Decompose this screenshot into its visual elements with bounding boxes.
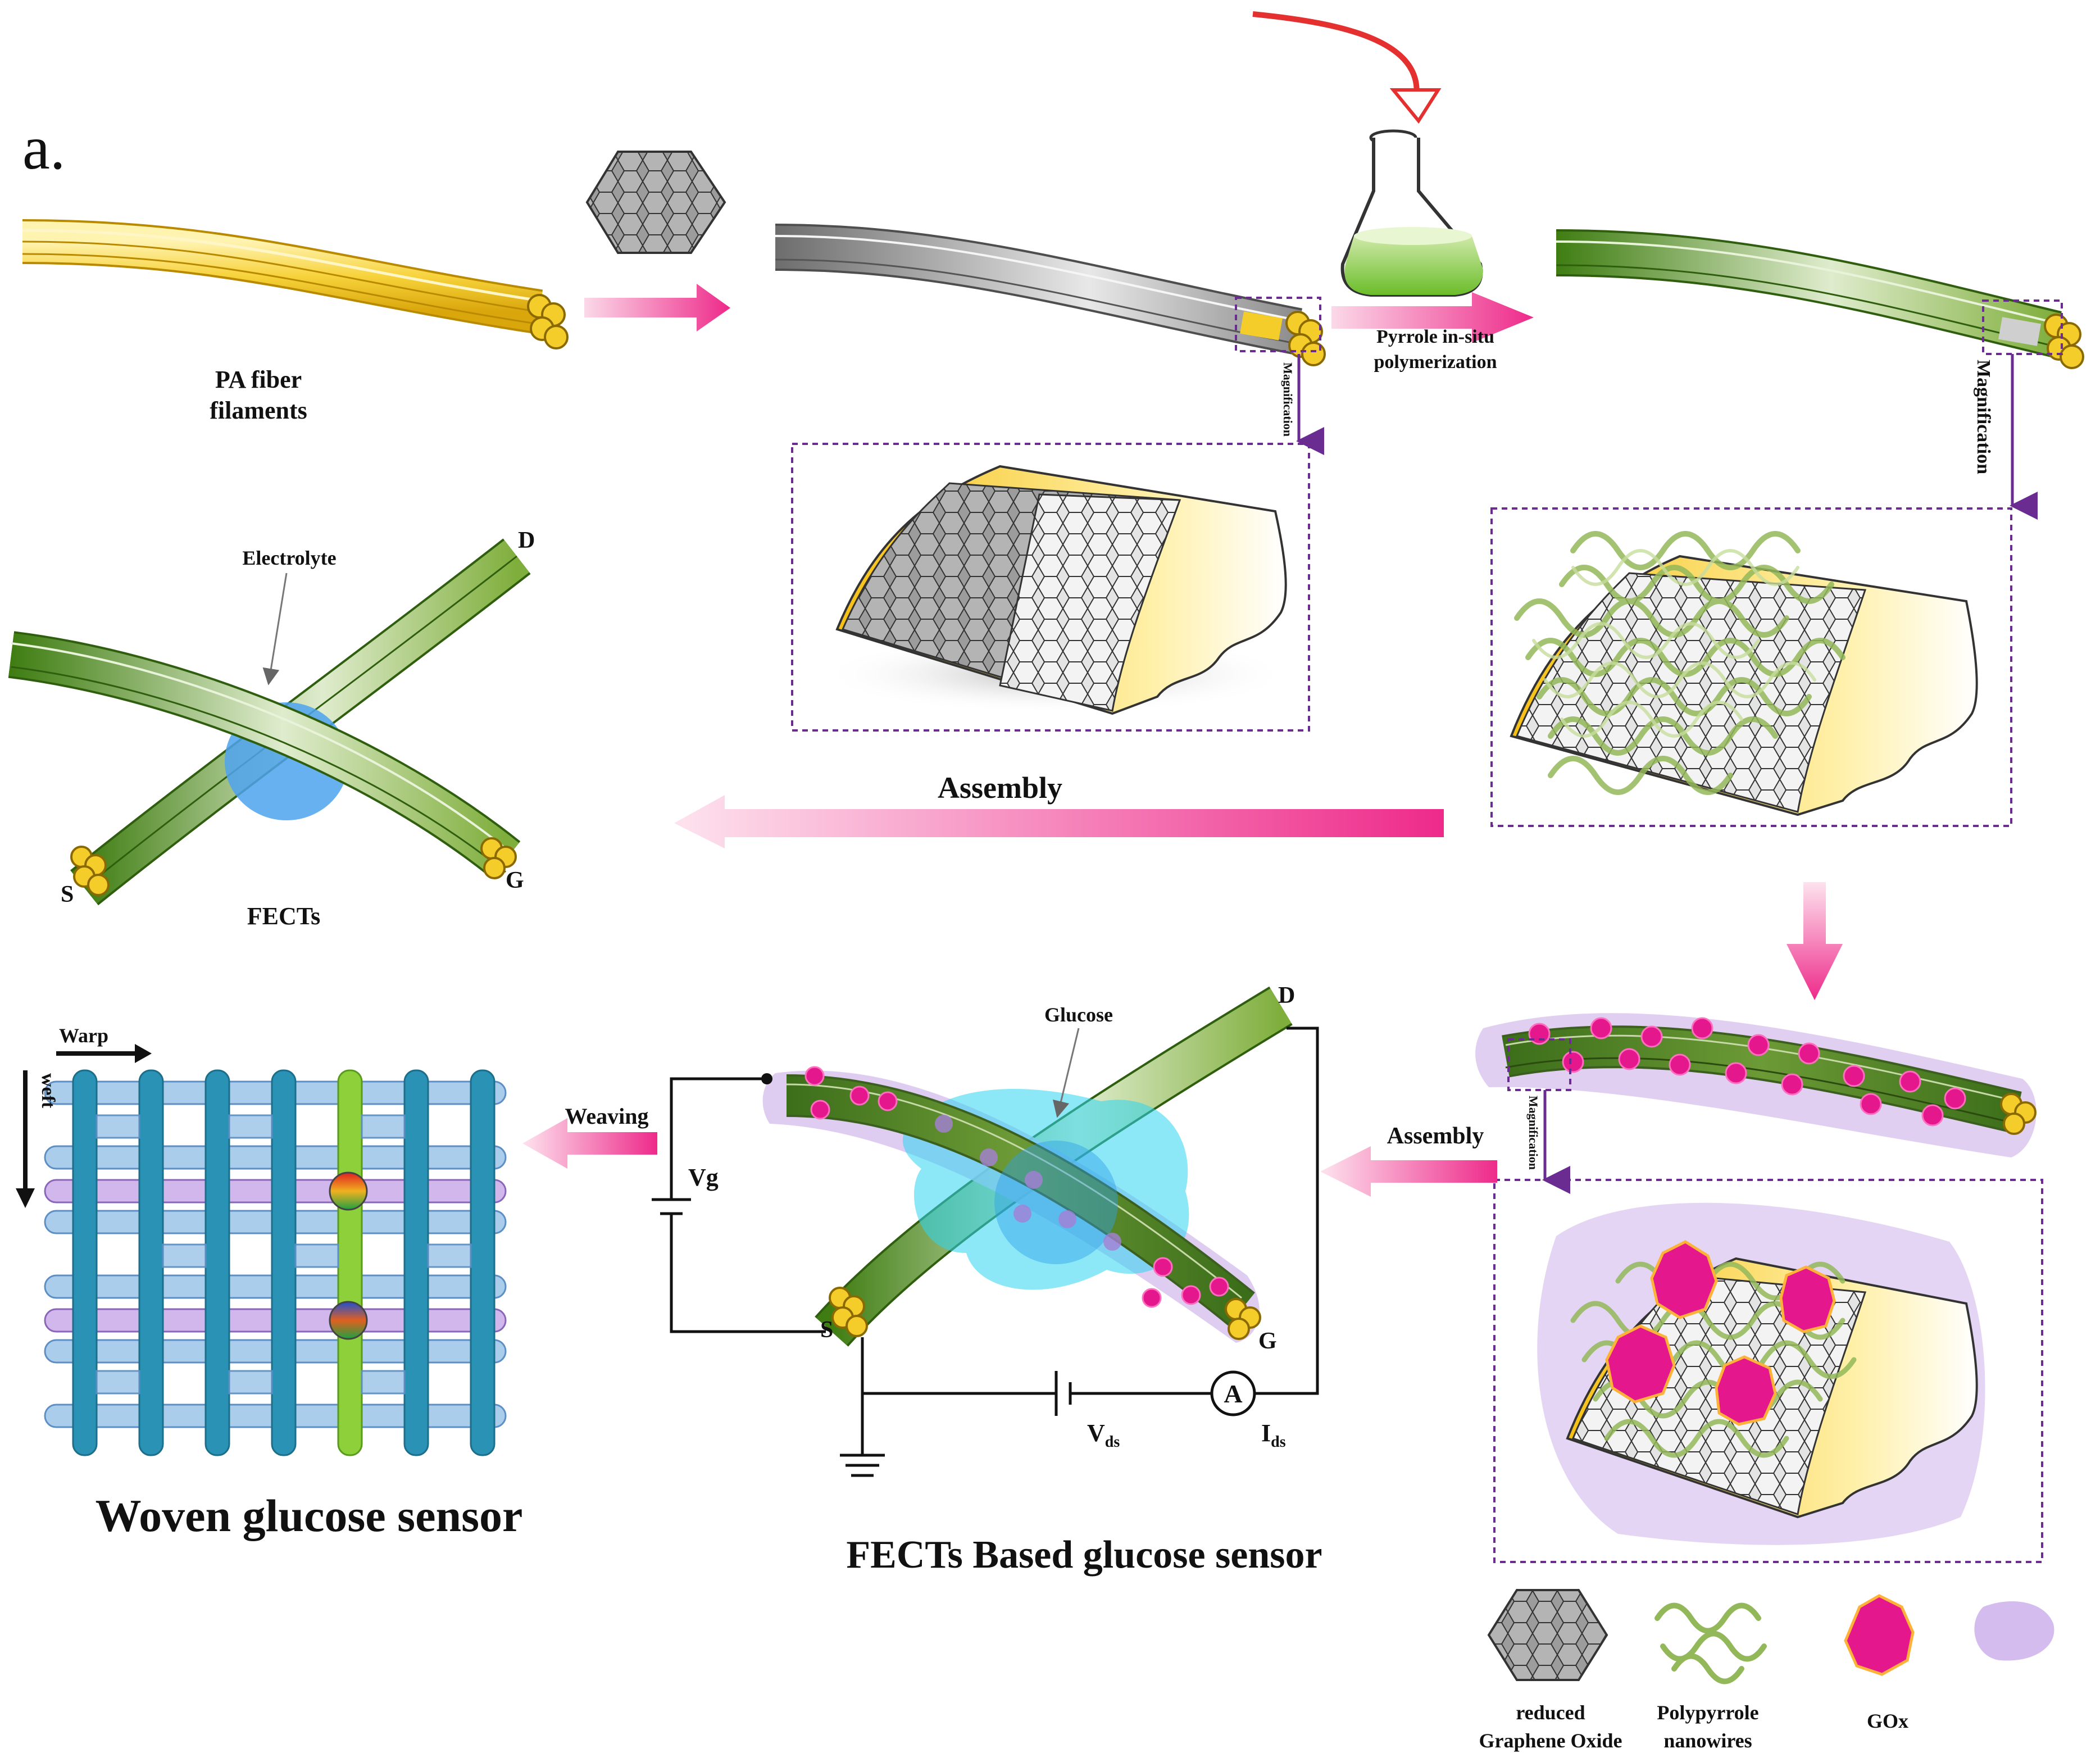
- magnify-region-go: [1235, 297, 1321, 352]
- gox-fiber: [1475, 1013, 2037, 1157]
- flask-icon: [1340, 129, 1483, 297]
- magnify-region-gox: [1507, 1038, 1571, 1091]
- process-arrow-2: [1331, 292, 1534, 343]
- fects-sensor-title: FECTs Based glucose sensor: [846, 1533, 1322, 1577]
- fects-glucose-sensor: [762, 986, 1293, 1347]
- sensor-terminal-s: S: [820, 1317, 833, 1343]
- sensor-terminal-g: G: [1258, 1328, 1277, 1354]
- graphene-oxide-flake-icon: [585, 151, 726, 254]
- membrane-icon: [1974, 1601, 2054, 1661]
- legend-item-rgo: reduced Graphene Oxide: [1479, 1589, 1622, 1752]
- ammeter-icon: A: [1224, 1379, 1242, 1408]
- legend-item-gox: GOx: [1844, 1594, 1915, 1732]
- reagent-arrow: [1252, 11, 1420, 102]
- ppy-nanowire-icon: [1654, 1602, 1767, 1684]
- legend-rgo-line1: reduced: [1516, 1701, 1585, 1724]
- magnified-go-sheet: [820, 465, 1292, 715]
- magnification-label-go: Magnification: [1281, 362, 1295, 437]
- fects-crossed-fibers: [8, 538, 531, 906]
- electrolyte-label: Electrolyte: [242, 547, 336, 569]
- process-arrow-1: [584, 284, 730, 331]
- magnified-gox-sheet: [1537, 1202, 1985, 1545]
- rgo-icon: [1487, 1589, 1608, 1681]
- assembly-label-mid: Assembly: [1387, 1123, 1484, 1149]
- magnified-go-box: [791, 443, 1310, 732]
- woven-sensor-title: Woven glucose sensor: [96, 1490, 523, 1541]
- assembly-arrow-top: [674, 795, 1444, 848]
- terminal-g-label: G: [506, 868, 524, 893]
- pyrrole-label-line2: polymerization: [1374, 352, 1497, 373]
- process-arrow-down: [1787, 882, 1843, 1000]
- ppy-coated-fiber: [1556, 229, 2084, 369]
- terminal-s-label: S: [61, 882, 74, 907]
- gox-icon: [1844, 1594, 1915, 1676]
- legend-ppy-line2: nanowires: [1663, 1729, 1752, 1752]
- magnification-label-gox: Magnification: [1526, 1096, 1540, 1170]
- magnified-ppy-sheet: [1510, 531, 1978, 816]
- glucose-label: Glucose: [1044, 1003, 1113, 1026]
- magnification-label-ppy: Magnification: [1973, 360, 1994, 474]
- legend-item-ppy: Polypyrrole nanowires: [1654, 1602, 1767, 1752]
- reagent-arrow-head: [1389, 88, 1442, 124]
- pyrrole-label-line1: Pyrrole in-situ: [1376, 326, 1494, 347]
- fects-label: FECTs: [247, 902, 320, 930]
- magnified-ppy-box: [1490, 507, 2012, 827]
- weaving-label: Weaving: [565, 1103, 649, 1129]
- legend-ppy-line1: Polypyrrole: [1657, 1701, 1758, 1724]
- legend-rgo-line2: Graphene Oxide: [1479, 1729, 1622, 1752]
- terminal-d-label: D: [518, 528, 535, 553]
- go-coated-fiber: [775, 224, 1326, 366]
- legend-gox-line1: GOx: [1867, 1710, 1908, 1732]
- pa-fiber-label-line2: filaments: [210, 397, 307, 424]
- sensor-circuit: [652, 1027, 1319, 1477]
- legend: reduced Graphene Oxide Polypyrrole nanow…: [1479, 1589, 2054, 1752]
- vds-label: Vds: [1087, 1419, 1120, 1451]
- glucose-pointer: [1052, 1028, 1080, 1118]
- magnify-region-ppy: [1982, 299, 2063, 355]
- weft-label: weft: [38, 1073, 58, 1109]
- panel-label: a.: [22, 113, 65, 182]
- sensor-terminal-d: D: [1278, 983, 1295, 1009]
- weaving-arrow: [522, 1118, 657, 1169]
- magnified-gox-box: [1493, 1179, 2043, 1563]
- assembly-arrow-mid: [1320, 1146, 1497, 1197]
- electrolyte-pointer: [262, 573, 288, 685]
- warp-label: Warp: [59, 1024, 108, 1047]
- woven-sensor-grid: [44, 1069, 507, 1456]
- circuit-node-gate: [761, 1073, 772, 1084]
- legend-item-membrane: [1974, 1601, 2054, 1661]
- pa-fiber-bundle: [22, 219, 569, 349]
- ids-label: Ids: [1261, 1419, 1286, 1451]
- pa-fiber-label-line1: PA fiber: [215, 366, 302, 393]
- assembly-label-top: Assembly: [938, 771, 1062, 805]
- vg-label: Vg: [688, 1164, 719, 1191]
